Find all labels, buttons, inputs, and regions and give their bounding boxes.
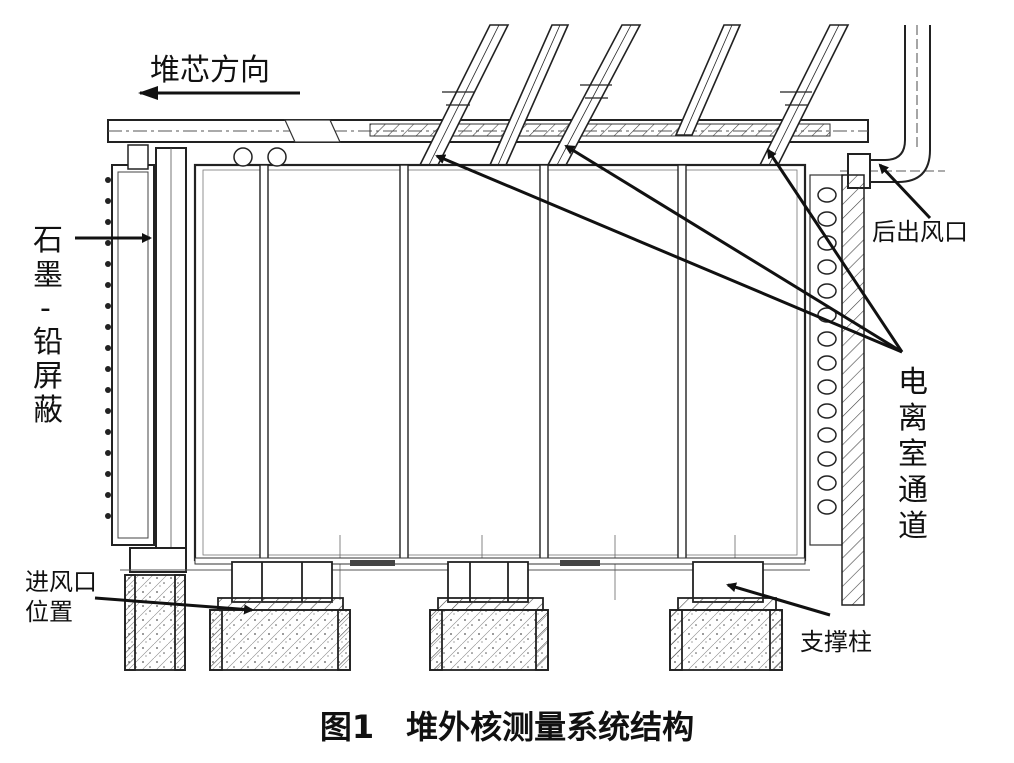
svg-text:通: 通 — [898, 473, 928, 508]
coil-ring — [817, 331, 837, 347]
shield-bolt-dot — [105, 303, 111, 309]
tube-5 — [758, 24, 850, 166]
coil-ring — [817, 187, 837, 203]
shield-bolt-dot — [105, 240, 111, 246]
label-inlet-position: 进风口 位置 — [25, 568, 97, 626]
shield-bolt-dot — [105, 408, 111, 414]
coil-ring — [817, 283, 837, 299]
svg-text:进风口: 进风口 — [25, 568, 97, 596]
svg-text:铅: 铅 — [33, 325, 63, 360]
shield-bolt-dot — [105, 345, 111, 351]
coil-ring — [817, 379, 837, 395]
svg-text:石: 石 — [33, 223, 63, 258]
label-ion-chamber-channel: 电 离 室 通 道 — [898, 365, 928, 544]
label-rear-outlet: 后出风口 — [872, 218, 968, 246]
coil-ring — [817, 499, 837, 515]
coil-ring — [817, 427, 837, 443]
coil-ring — [817, 355, 837, 371]
tube-3 — [546, 24, 642, 166]
rear-outlet-pipe — [840, 25, 945, 189]
coil-ring — [817, 403, 837, 419]
arrow-channel-1 — [435, 154, 903, 354]
label-support-column: 支撑柱 — [800, 628, 872, 656]
shield-bolt-dot — [105, 324, 111, 330]
housing-partitions — [259, 164, 736, 600]
svg-text:道: 道 — [898, 509, 928, 544]
shield-bolt-dot — [105, 219, 111, 225]
shield-bolt-dot — [105, 471, 111, 477]
partition-wall — [539, 164, 549, 561]
svg-text:离: 离 — [898, 401, 928, 436]
label-graphite-lead-shield: 石 墨 - 铅 屏 蔽 — [33, 223, 63, 428]
svg-text:-: - — [40, 291, 51, 326]
arrow-outlet — [878, 163, 932, 220]
shield-bolt-dot — [105, 366, 111, 372]
coil-ring — [817, 451, 837, 467]
svg-text:墨: 墨 — [33, 258, 63, 293]
shield-bolt-dot — [105, 450, 111, 456]
tube-2 — [488, 24, 570, 166]
svg-text:位置: 位置 — [25, 598, 73, 626]
shield-bolt-dot — [105, 513, 111, 519]
tube-1 — [418, 24, 510, 166]
coil-ring — [817, 211, 837, 227]
support-column-stubs — [231, 561, 764, 603]
svg-text:室: 室 — [898, 437, 928, 472]
tube-4 — [674, 24, 742, 136]
coil-ring — [817, 475, 837, 491]
right-coil-column — [817, 187, 837, 515]
ion-chamber-tubes — [418, 24, 850, 166]
partition-wall — [259, 164, 269, 561]
arrow-inlet — [94, 596, 254, 615]
shield-bolt-dot — [105, 177, 111, 183]
arrow-support — [726, 582, 831, 617]
concrete-pedestals — [124, 574, 783, 671]
shield-bolt-dot — [105, 492, 111, 498]
core-direction-indicator: 堆芯方向 — [138, 53, 300, 100]
annotation-arrows — [75, 144, 932, 617]
coil-ring — [817, 259, 837, 275]
arrow-channel-2 — [564, 144, 903, 354]
top-slab — [107, 119, 869, 143]
shield-bolt-dot — [105, 429, 111, 435]
detector-housing — [193, 147, 807, 562]
shield-bolt-dot — [105, 282, 111, 288]
shield-bolt-dot — [105, 198, 111, 204]
core-direction-label: 堆芯方向 — [150, 53, 270, 88]
arrow-channel-3 — [766, 148, 904, 353]
svg-text:电: 电 — [898, 365, 928, 400]
shield-bolt-column — [105, 177, 111, 519]
figure-caption: 图1 堆外核测量系统结构 — [320, 708, 694, 746]
svg-text:蔽: 蔽 — [33, 393, 63, 428]
graphite-lead-shield — [111, 144, 187, 573]
shield-bolt-dot — [105, 387, 111, 393]
svg-text:屏: 屏 — [33, 359, 63, 394]
partition-wall — [677, 164, 687, 561]
partition-wall — [399, 164, 409, 561]
shield-bolt-dot — [105, 261, 111, 267]
